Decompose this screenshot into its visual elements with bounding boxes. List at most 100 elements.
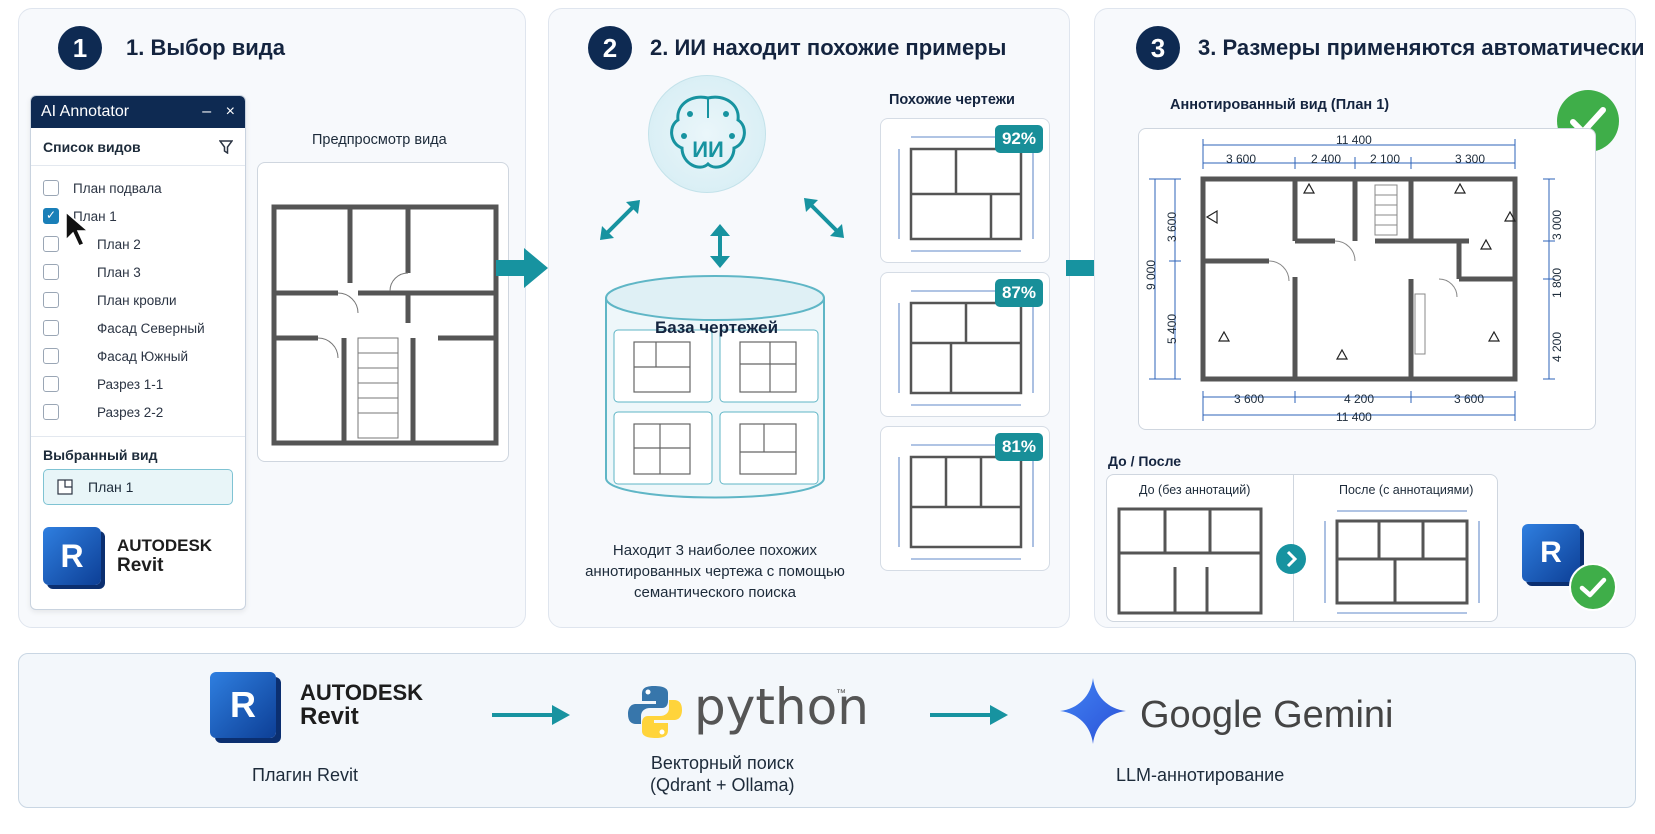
selected-view-field[interactable]: План 1 <box>43 469 233 505</box>
similarity-score-badge: 87% <box>994 279 1043 307</box>
checkbox[interactable] <box>43 236 59 252</box>
view-label: План 1 <box>73 208 117 224</box>
python-logo-icon <box>628 686 682 738</box>
caption-line: семантического поиска <box>634 584 796 601</box>
caption-line: Находит 3 наиболее похожих <box>612 542 818 559</box>
selected-view-value: План 1 <box>88 479 134 495</box>
gemini-star-icon <box>1060 678 1126 744</box>
pipeline-step-label: LLM-аннотирование <box>1116 765 1285 785</box>
checkbox[interactable] <box>43 348 59 364</box>
view-item[interactable]: План кровли <box>31 286 245 314</box>
view-item[interactable]: Фасад Южный <box>31 342 245 370</box>
similar-drawings-title: Похожие чертежи <box>889 92 1015 108</box>
bidirectional-arrow-down-icon <box>710 224 730 268</box>
view-item[interactable]: ✓ План 1 <box>31 202 245 230</box>
similar-plan-thumbnail <box>898 136 1034 252</box>
window-title: AI Annotator <box>41 103 130 120</box>
mouse-cursor-icon <box>65 210 91 247</box>
view-item[interactable]: План 3 <box>31 258 245 286</box>
google-text: Google <box>1140 694 1263 736</box>
dim-bottom: 3 600 <box>1454 392 1485 406</box>
view-item[interactable]: Разрез 1-1 <box>31 370 245 398</box>
checkbox-checked[interactable]: ✓ <box>43 208 59 224</box>
view-label: План подвала <box>73 180 162 196</box>
pipeline-arrow-icon <box>492 705 570 725</box>
annotated-view-label: Аннотированный вид (План 1) <box>1170 97 1390 113</box>
revit-check-logo: R <box>1522 524 1580 582</box>
dim-bottom: 4 200 <box>1344 392 1375 406</box>
similar-plan-thumbnail <box>898 444 1034 560</box>
view-item[interactable]: План 2 <box>31 230 245 258</box>
before-label: До (без аннотаций) <box>1139 483 1251 497</box>
view-item[interactable]: Разрез 2-2 <box>31 398 245 426</box>
brain-icon <box>670 95 746 169</box>
view-item[interactable]: План подвала <box>31 174 245 202</box>
autodesk-text: AUTODESK <box>117 536 213 555</box>
revit-letter: R <box>1540 536 1562 569</box>
ai-brain-label: ИИ <box>692 137 724 162</box>
minimize-button[interactable]: – <box>202 103 212 120</box>
pipeline-arrow-icon <box>930 705 1008 725</box>
view-label: План 2 <box>97 236 141 252</box>
dim-bottom-total: 11 400 <box>1336 410 1372 424</box>
database-cylinder <box>605 275 825 499</box>
caption-line: аннотированных чертежа с помощью <box>585 563 845 580</box>
dim-right: 1 800 <box>1550 267 1565 299</box>
before-after-card: До (без аннотаций) После (с аннотациями) <box>1106 474 1498 622</box>
view-label: Разрез 1-1 <box>97 376 164 392</box>
dim-right: 4 200 <box>1550 331 1565 363</box>
after-label: После (с аннотациями) <box>1339 483 1474 497</box>
checkbox[interactable] <box>43 292 59 308</box>
checkbox[interactable] <box>43 180 59 196</box>
similar-drawing-card[interactable]: 92% <box>880 118 1050 263</box>
before-plan-thumbnail <box>1117 507 1263 615</box>
view-item[interactable]: Фасад Северный <box>31 314 245 342</box>
ai-caption: Находит 3 наиболее похожих аннотированны… <box>560 540 870 603</box>
pipeline-step-label: Векторный поиск (Qdrant + Ollama) <box>650 752 795 796</box>
view-label: План кровли <box>97 292 177 308</box>
close-button[interactable]: × <box>225 103 235 120</box>
revit-r-icon: R <box>43 527 101 585</box>
ai-annotator-window: AI Annotator – × Список видов План подва… <box>30 95 246 610</box>
view-label: Фасад Южный <box>97 348 189 364</box>
revit-success-check-icon <box>1569 563 1617 611</box>
selected-view-label: Выбранный вид <box>31 436 245 469</box>
bidirectional-arrow-left-icon <box>600 200 640 240</box>
checkbox[interactable] <box>43 404 59 420</box>
dim-top: 2 100 <box>1370 152 1401 166</box>
similar-plan-thumbnail <box>898 290 1034 406</box>
checkbox[interactable] <box>43 320 59 336</box>
dim-left: 3 600 <box>1165 211 1180 243</box>
flow-arrow-right-icon <box>496 248 548 288</box>
before-after-label: До / После <box>1108 453 1182 469</box>
view-label: План 3 <box>97 264 141 280</box>
database-label: База чертежей <box>655 318 779 337</box>
window-titlebar: AI Annotator – × <box>31 96 245 128</box>
similar-drawing-card[interactable]: 81% <box>880 426 1050 571</box>
dim-right: 3 000 <box>1550 209 1565 241</box>
checkbox[interactable] <box>43 376 59 392</box>
similarity-score-badge: 92% <box>994 125 1043 153</box>
step1-number: 1 <box>58 26 102 70</box>
step1-title: 1. Выбор вида <box>126 35 285 60</box>
next-arrow-circle-icon <box>1276 544 1306 574</box>
dim-top: 3 600 <box>1226 152 1257 166</box>
view-list: План подвала ✓ План 1 План 2 План 3 План … <box>31 166 245 426</box>
similar-drawing-card[interactable]: 87% <box>880 272 1050 417</box>
view-preview <box>257 162 509 462</box>
checkbox[interactable] <box>43 264 59 280</box>
gemini-text: Gemini <box>1273 694 1394 736</box>
dim-top: 3 300 <box>1455 152 1486 166</box>
step2-title: 2. ИИ находит похожие примеры <box>650 35 1007 60</box>
revit-r-icon: R <box>210 672 276 738</box>
revit-text: Revit <box>117 555 164 576</box>
pipeline-bar <box>18 653 1636 808</box>
label-line: Векторный поиск <box>650 753 794 773</box>
gemini-wordmark: Google Gemini <box>1140 694 1393 737</box>
python-wordmark: python <box>694 678 869 736</box>
ai-brain-circle <box>648 75 766 193</box>
filter-icon[interactable] <box>219 139 233 154</box>
view-list-title: Список видов <box>43 138 141 155</box>
window-controls: – × <box>202 103 235 121</box>
trademark-symbol: ™ <box>836 688 846 699</box>
